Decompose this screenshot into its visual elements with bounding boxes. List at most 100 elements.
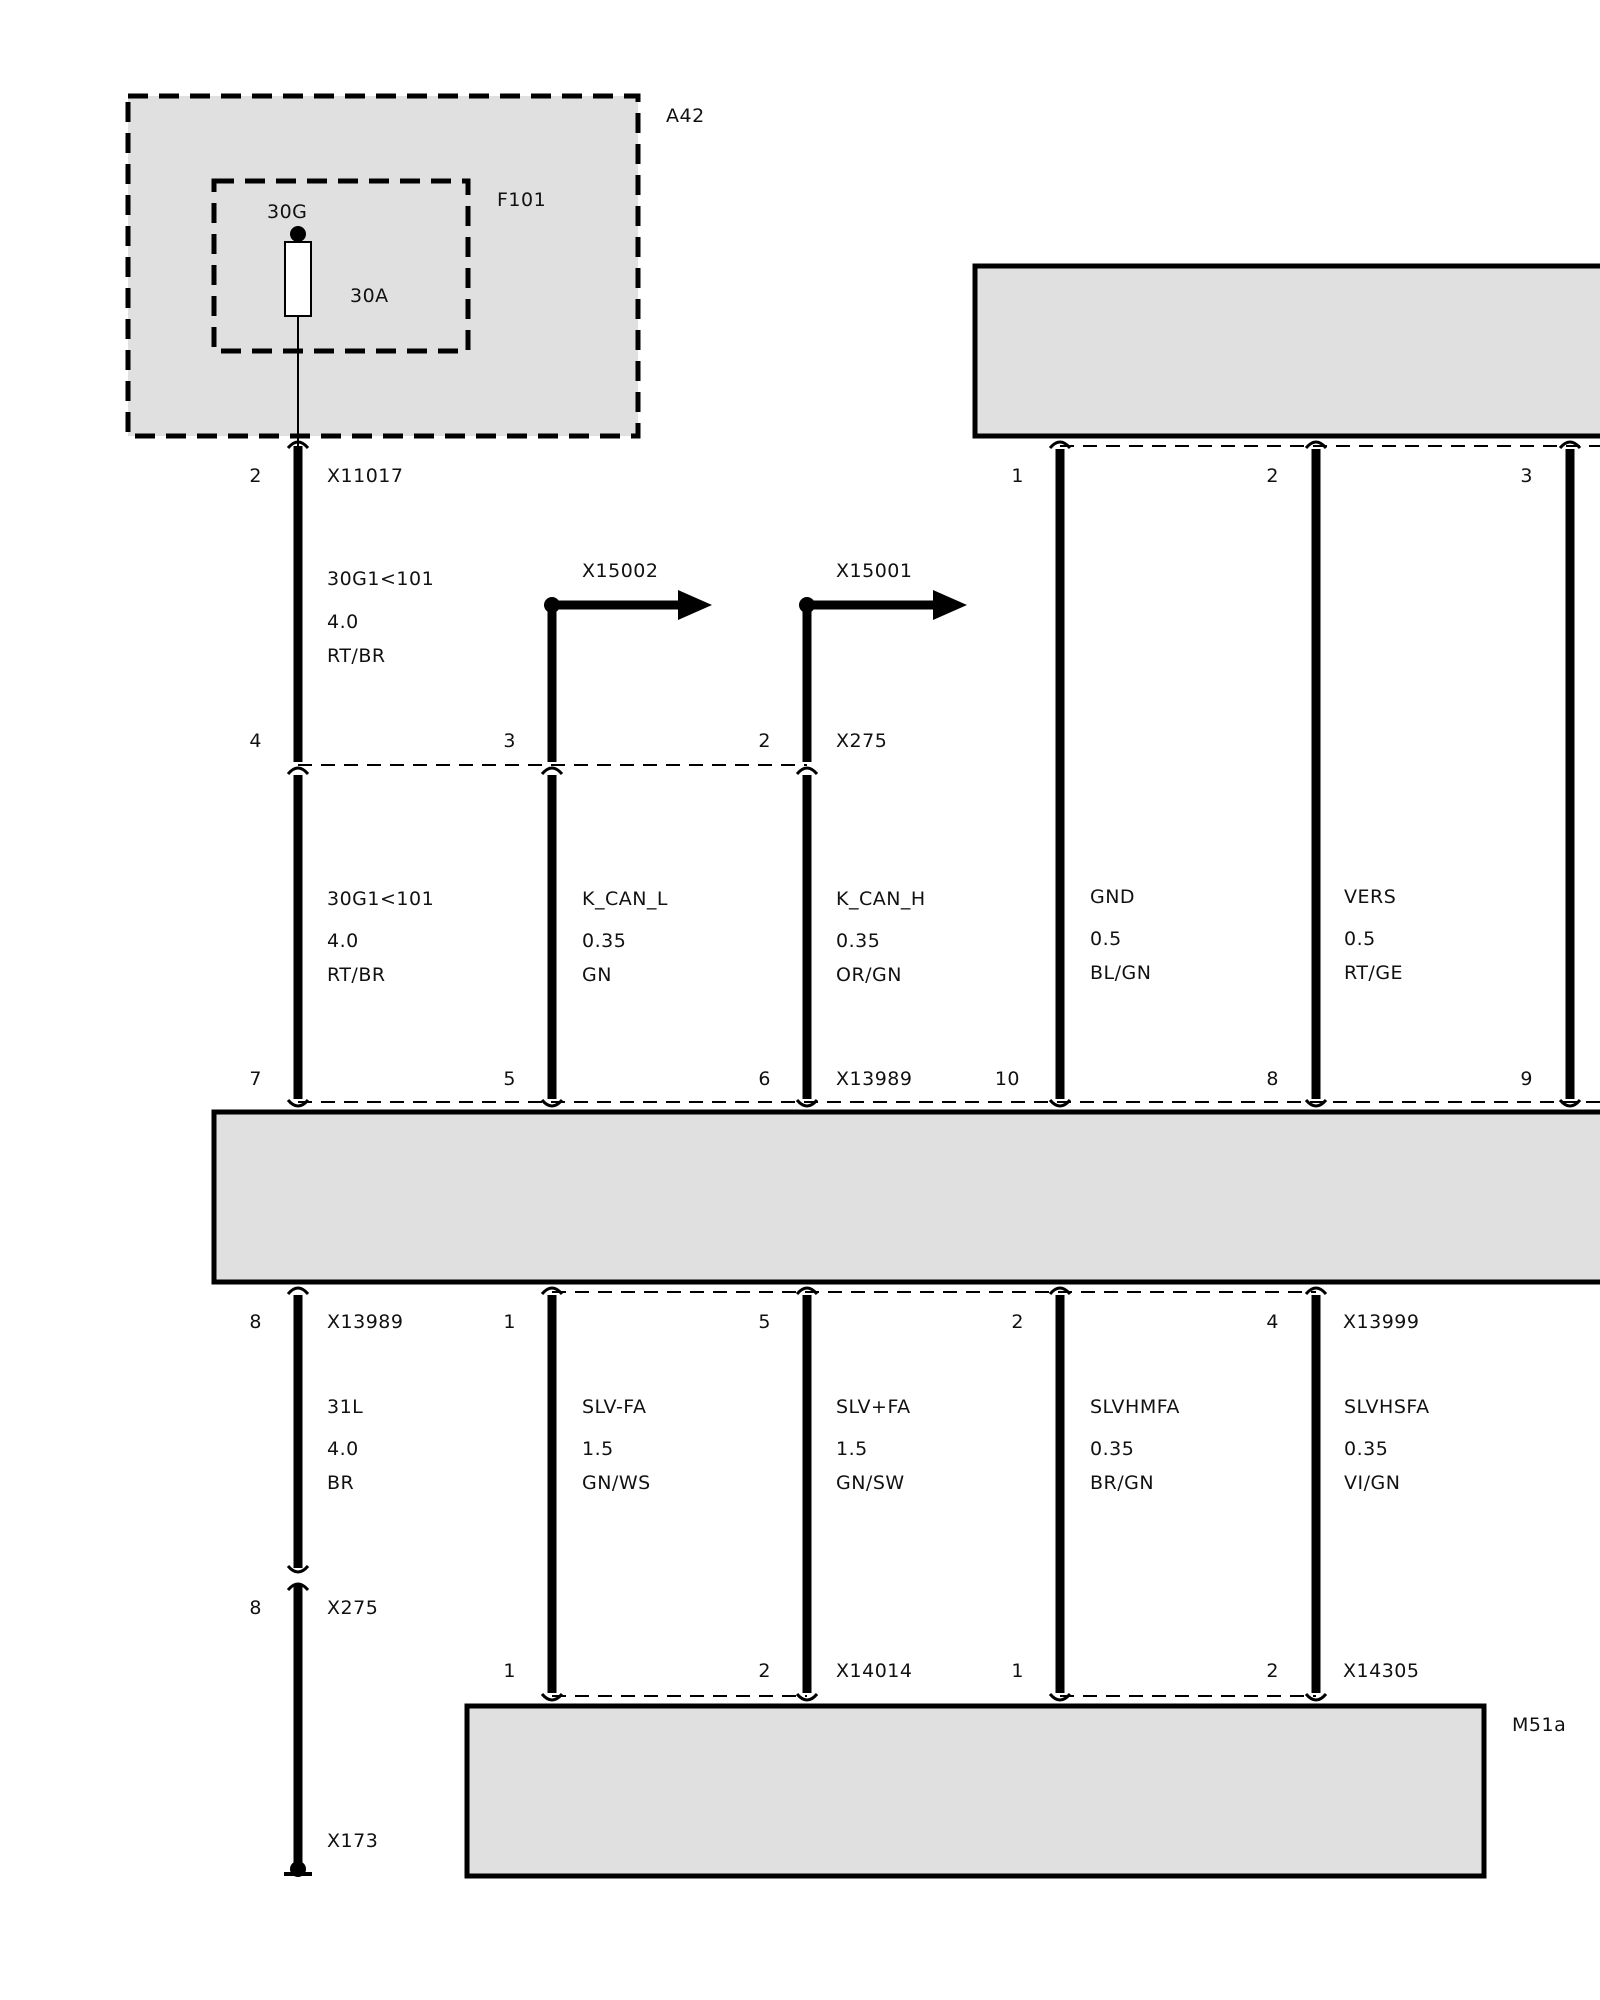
module-f101 (211, 178, 471, 354)
wire-label-k-can-h: K_CAN_H 0.35 OR/GN (836, 888, 925, 986)
wire-gauge: 0.35 (836, 930, 880, 952)
junction-dot (799, 597, 815, 613)
pin-number: 4 (1266, 1311, 1279, 1333)
pin-cup (540, 1098, 564, 1108)
wire-signal: GND (1090, 886, 1135, 908)
connector-label-x173: X173 (327, 1830, 378, 1852)
pin-number: 8 (249, 1597, 262, 1619)
wire-gauge: 0.35 (1090, 1438, 1134, 1460)
wire-signal: VERS (1344, 886, 1396, 908)
wire-signal: SLVHSFA (1344, 1396, 1430, 1418)
module-center (211, 1109, 1600, 1285)
wire-color: BR (327, 1472, 354, 1494)
fuse-terminal-dot (290, 226, 306, 242)
wire-signal: SLVHMFA (1090, 1396, 1180, 1418)
pin-cup (286, 440, 310, 450)
pin-cup (795, 1286, 819, 1296)
pin-number: 4 (249, 730, 262, 752)
pin-number: 2 (1266, 1660, 1279, 1682)
component-label-f101: F101 (497, 189, 546, 211)
pin-number: 8 (1266, 1068, 1279, 1090)
wire-gauge: 0.5 (1344, 928, 1376, 950)
wire-signal: 31L (327, 1396, 363, 1418)
wire-color: GN/WS (582, 1472, 651, 1494)
pin-cup (1558, 440, 1582, 450)
wire-color: VI/GN (1344, 1472, 1400, 1494)
pin-cup (286, 1286, 310, 1296)
ground-terminal-dot (290, 1861, 306, 1877)
arrow-right-icon (678, 590, 712, 620)
wire-label-slv-plus: SLV+FA 1.5 GN/SW (836, 1396, 911, 1494)
wire-gauge: 4.0 (327, 930, 359, 952)
pin-number: 1 (1011, 1660, 1024, 1682)
pin-cup (540, 766, 564, 776)
connector-label-x13999: X13999 (1343, 1311, 1419, 1333)
wire-color: RT/BR (327, 645, 386, 667)
pin-cup (286, 766, 310, 776)
wire-color: GN (582, 964, 612, 986)
fuse-rating-label: 30A (350, 285, 389, 307)
wire-color: GN/SW (836, 1472, 905, 1494)
pin-cup (1048, 1286, 1072, 1296)
wire-color: OR/GN (836, 964, 902, 986)
wire-label-slv-minus: SLV-FA 1.5 GN/WS (582, 1396, 651, 1494)
pin-cup (540, 1692, 564, 1702)
pin-cup (1304, 1286, 1328, 1296)
pin-cup (1048, 440, 1072, 450)
pin-number: 2 (758, 1660, 771, 1682)
wire-signal: SLV-FA (582, 1396, 646, 1418)
pin-cup (1048, 1098, 1072, 1108)
fuse-icon (284, 241, 312, 317)
pin-cup (1304, 1692, 1328, 1702)
wire-label-slvhs: SLVHSFA 0.35 VI/GN (1344, 1396, 1430, 1494)
wire-gauge: 4.0 (327, 611, 359, 633)
pin-numbers: 2 4 3 2 1 2 3 7 5 6 10 8 9 8 1 5 2 4 8 1… (249, 465, 1533, 1682)
pin-number: 5 (503, 1068, 516, 1090)
component-label-a42: A42 (666, 105, 705, 127)
pin-number: 2 (1266, 465, 1279, 487)
wire-label-gnd: GND 0.5 BL/GN (1090, 886, 1151, 984)
wire-color: BR/GN (1090, 1472, 1154, 1494)
wire-k-can-l-upper (547, 600, 680, 762)
wire-gauge: 1.5 (836, 1438, 868, 1460)
pin-number: 3 (1520, 465, 1533, 487)
module-top-right (972, 263, 1600, 439)
pin-number: 1 (503, 1660, 516, 1682)
wire-label-vers: VERS 0.5 RT/GE (1344, 886, 1403, 984)
connector-label-x14014: X14014 (836, 1660, 912, 1682)
wire-gauge: 0.35 (582, 930, 626, 952)
wire-gauge: 4.0 (327, 1438, 359, 1460)
pin-cup (795, 1692, 819, 1702)
connector-label-x275-lower: X275 (327, 1597, 378, 1619)
connector-label-x13989-lower: X13989 (327, 1311, 403, 1333)
wire-signal: 30G1<101 (327, 568, 434, 590)
pin-number: 1 (1011, 465, 1024, 487)
pin-cup (795, 766, 819, 776)
connector-label-x275-upper: X275 (836, 730, 887, 752)
wire-signal: 30G1<101 (327, 888, 434, 910)
connector-label-x15002: X15002 (582, 560, 658, 582)
wire-label-slvhm: SLVHMFA 0.35 BR/GN (1090, 1396, 1180, 1494)
pin-cups (286, 440, 1582, 1702)
wire-gauge: 0.35 (1344, 1438, 1388, 1460)
wire-signal: SLV+FA (836, 1396, 911, 1418)
pin-cup (540, 1286, 564, 1296)
component-label-m51a: M51a (1512, 1714, 1566, 1736)
wire-gauge: 0.5 (1090, 928, 1122, 950)
wire-color: RT/GE (1344, 962, 1403, 984)
pin-number: 2 (1011, 1311, 1024, 1333)
arrow-right-icon (933, 590, 967, 620)
wire-label-30g1-upper: 30G1<101 4.0 RT/BR (327, 568, 434, 667)
connector-label-x11017: X11017 (327, 465, 403, 487)
wire-signal: K_CAN_L (582, 888, 668, 910)
fuse-pin-label: 30G (267, 201, 307, 223)
pin-cup (286, 1564, 310, 1574)
pin-number: 5 (758, 1311, 771, 1333)
pin-number: 9 (1520, 1068, 1533, 1090)
wire-color: BL/GN (1090, 962, 1151, 984)
pin-cup (286, 1582, 310, 1592)
connector-label-x15001: X15001 (836, 560, 912, 582)
wire-gauge: 1.5 (582, 1438, 614, 1460)
connector-label-x14305: X14305 (1343, 1660, 1419, 1682)
